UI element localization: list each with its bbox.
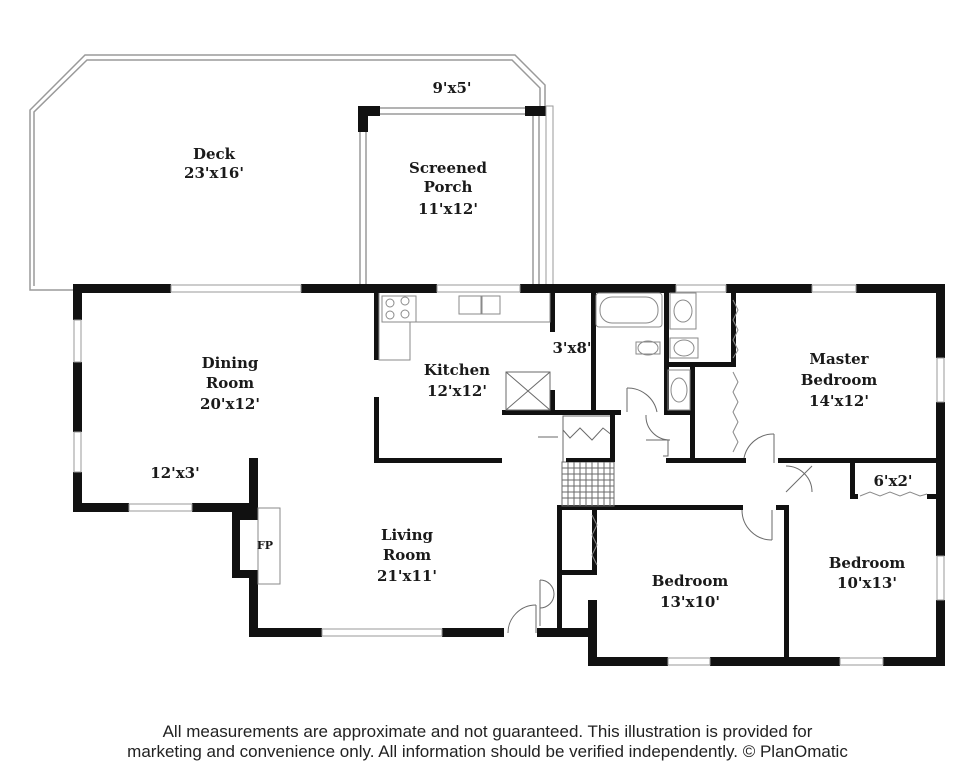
master-bedroom-name-2: Bedroom [801, 371, 878, 389]
stair-wall [610, 414, 615, 462]
dining-room-name-2: Room [206, 374, 254, 392]
door-swings [507, 387, 813, 634]
bedroom-right-name: Bedroom [829, 554, 906, 572]
living-room-dims: 21'x11' [377, 567, 437, 585]
stair-rail [566, 458, 614, 462]
deck-ext-dims: 9'x5' [432, 79, 471, 97]
dining-room-name-1: Dining [202, 354, 259, 372]
bedroom-right-dims: 10'x13' [837, 574, 897, 592]
bedroom-center-name: Bedroom [652, 572, 729, 590]
deck-name: Deck [193, 145, 236, 163]
kitchen-name: Kitchen [424, 361, 490, 379]
kitchen-dims: 12'x12' [427, 382, 487, 400]
disclaimer: All measurements are approximate and not… [0, 722, 975, 762]
bedroom-center-dims: 13'x10' [660, 593, 720, 611]
screened-porch-walls [358, 105, 554, 287]
closet-doors [591, 299, 928, 566]
living-room-name-2: Room [383, 546, 431, 564]
room-labels: Deck 23'x16' 9'x5' Screened Porch 11'x12… [150, 79, 912, 611]
master-bedroom-dims: 14'x12' [809, 392, 869, 410]
interior-walls [374, 292, 944, 665]
dining-room-dims: 20'x12' [200, 395, 260, 413]
exterior-walls [73, 284, 945, 666]
fireplace-hearth [257, 507, 281, 585]
kitchen-counter [378, 293, 551, 361]
deck-outline [29, 54, 546, 291]
screened-porch-dims: 11'x12' [418, 200, 478, 218]
pantry-box [505, 371, 551, 411]
dining-nook-dims: 12'x3' [150, 464, 199, 482]
closet-dims: 6'x2' [873, 472, 912, 490]
deck-dims: 23'x16' [184, 164, 244, 182]
master-bedroom-name-1: Master [809, 350, 869, 368]
pantry-dims: 3'x8' [552, 339, 591, 357]
living-room-name-1: Living [381, 526, 434, 544]
bath-fixtures [595, 292, 699, 411]
screened-porch-name-2: Porch [424, 178, 473, 196]
disclaimer-line-1: All measurements are approximate and not… [162, 722, 813, 741]
screened-porch-name-1: Screened [409, 159, 487, 177]
fireplace-label: FP [257, 539, 273, 552]
windows [73, 284, 945, 666]
disclaimer-line-2: marketing and convenience only. All info… [127, 742, 848, 761]
